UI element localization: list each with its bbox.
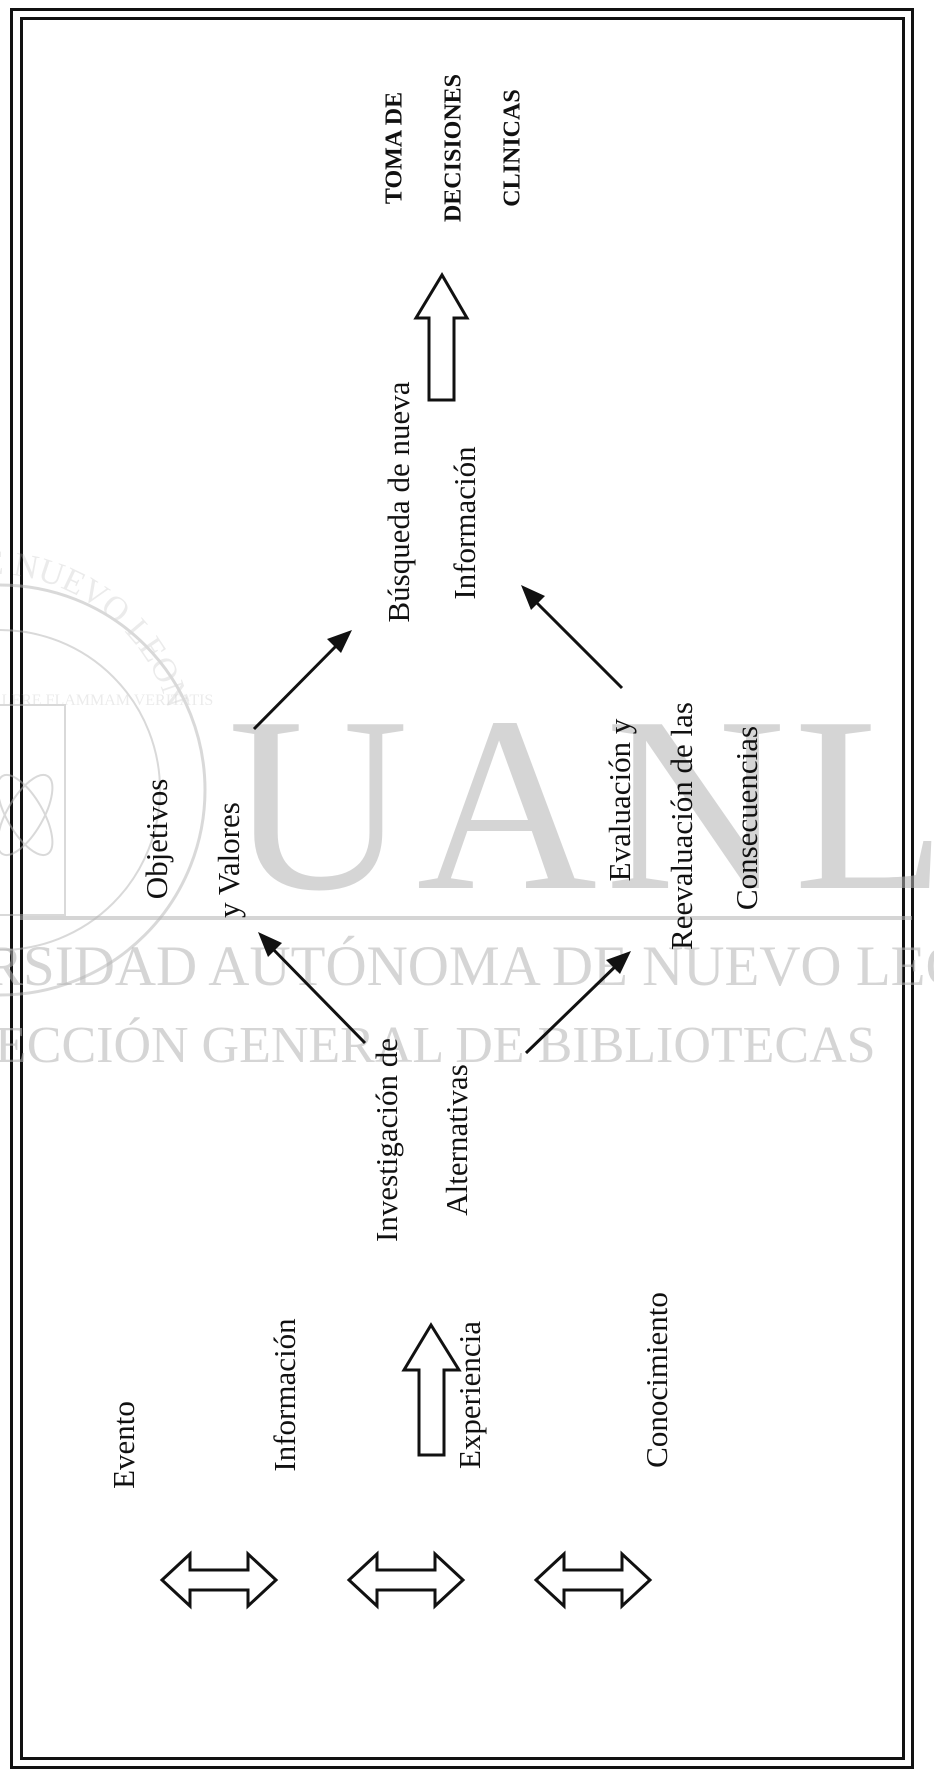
decision-line-3: CLINICAS (500, 89, 526, 206)
double-arrow-3 (533, 1550, 653, 1610)
source-informacion: Información (267, 1318, 302, 1472)
outer-border (10, 8, 914, 1769)
arrow-to-investigation (401, 1322, 462, 1457)
arrow-objectives-to-search (252, 638, 344, 731)
seal-text: OMA DE NUEVO LEON (0, 545, 196, 712)
source-conocimiento: Conocimiento (639, 1292, 674, 1468)
decision-line-1: TOMA DE (382, 92, 408, 204)
evaluation-line-2: Reevaluación de las (664, 702, 699, 950)
seal-motto: ALERE FLAMMAM VERITATIS (0, 692, 213, 709)
arrow-evaluation-to-search-head (521, 585, 545, 610)
watermark: OMA DE NUEVO LEON ALERE FLAMMAM VERITATI… (0, 545, 934, 1074)
arrow-to-evaluation-head (606, 951, 631, 974)
investigation-line-1: Investigación de (369, 1038, 404, 1242)
evaluation-line-1: Evaluación y (602, 718, 637, 881)
objectives-line-1: Objetivos (139, 779, 174, 900)
arrow-to-decision (413, 272, 470, 402)
investigation-line-2: Alternativas (439, 1064, 474, 1216)
decision-line-2: DECISIONES (441, 74, 467, 222)
double-arrow-2 (346, 1550, 466, 1610)
double-arrow-1 (159, 1550, 279, 1610)
arrow-to-objectives-head (258, 932, 282, 957)
arrow-objectives-to-search-head (327, 630, 352, 653)
watermark-line-1: RSIDAD AUTÓNOMA DE NUEVO LEÓN (0, 935, 934, 998)
source-evento: Evento (106, 1401, 141, 1489)
university-seal: OMA DE NUEVO LEON ALERE FLAMMAM VERITATI… (0, 545, 213, 997)
search-line-2: Información (447, 446, 482, 600)
evaluation-line-3: Consecuencias (729, 726, 764, 910)
arrow-to-objectives (266, 942, 367, 1045)
rotated-content: Evento Información Experiencia Conocimie… (106, 74, 764, 1610)
watermark-line-2: ECCIÓN GENERAL DE BIBLIOTECAS (0, 1016, 876, 1074)
arrow-to-evaluation (524, 959, 623, 1055)
search-line-1: Búsqueda de nueva (381, 381, 416, 622)
inner-border (20, 17, 905, 1760)
objectives-line-2: y Valores (211, 802, 246, 918)
watermark-letters: UANL (228, 666, 934, 943)
source-experiencia: Experiencia (452, 1321, 487, 1469)
arrow-evaluation-to-search (529, 595, 624, 690)
